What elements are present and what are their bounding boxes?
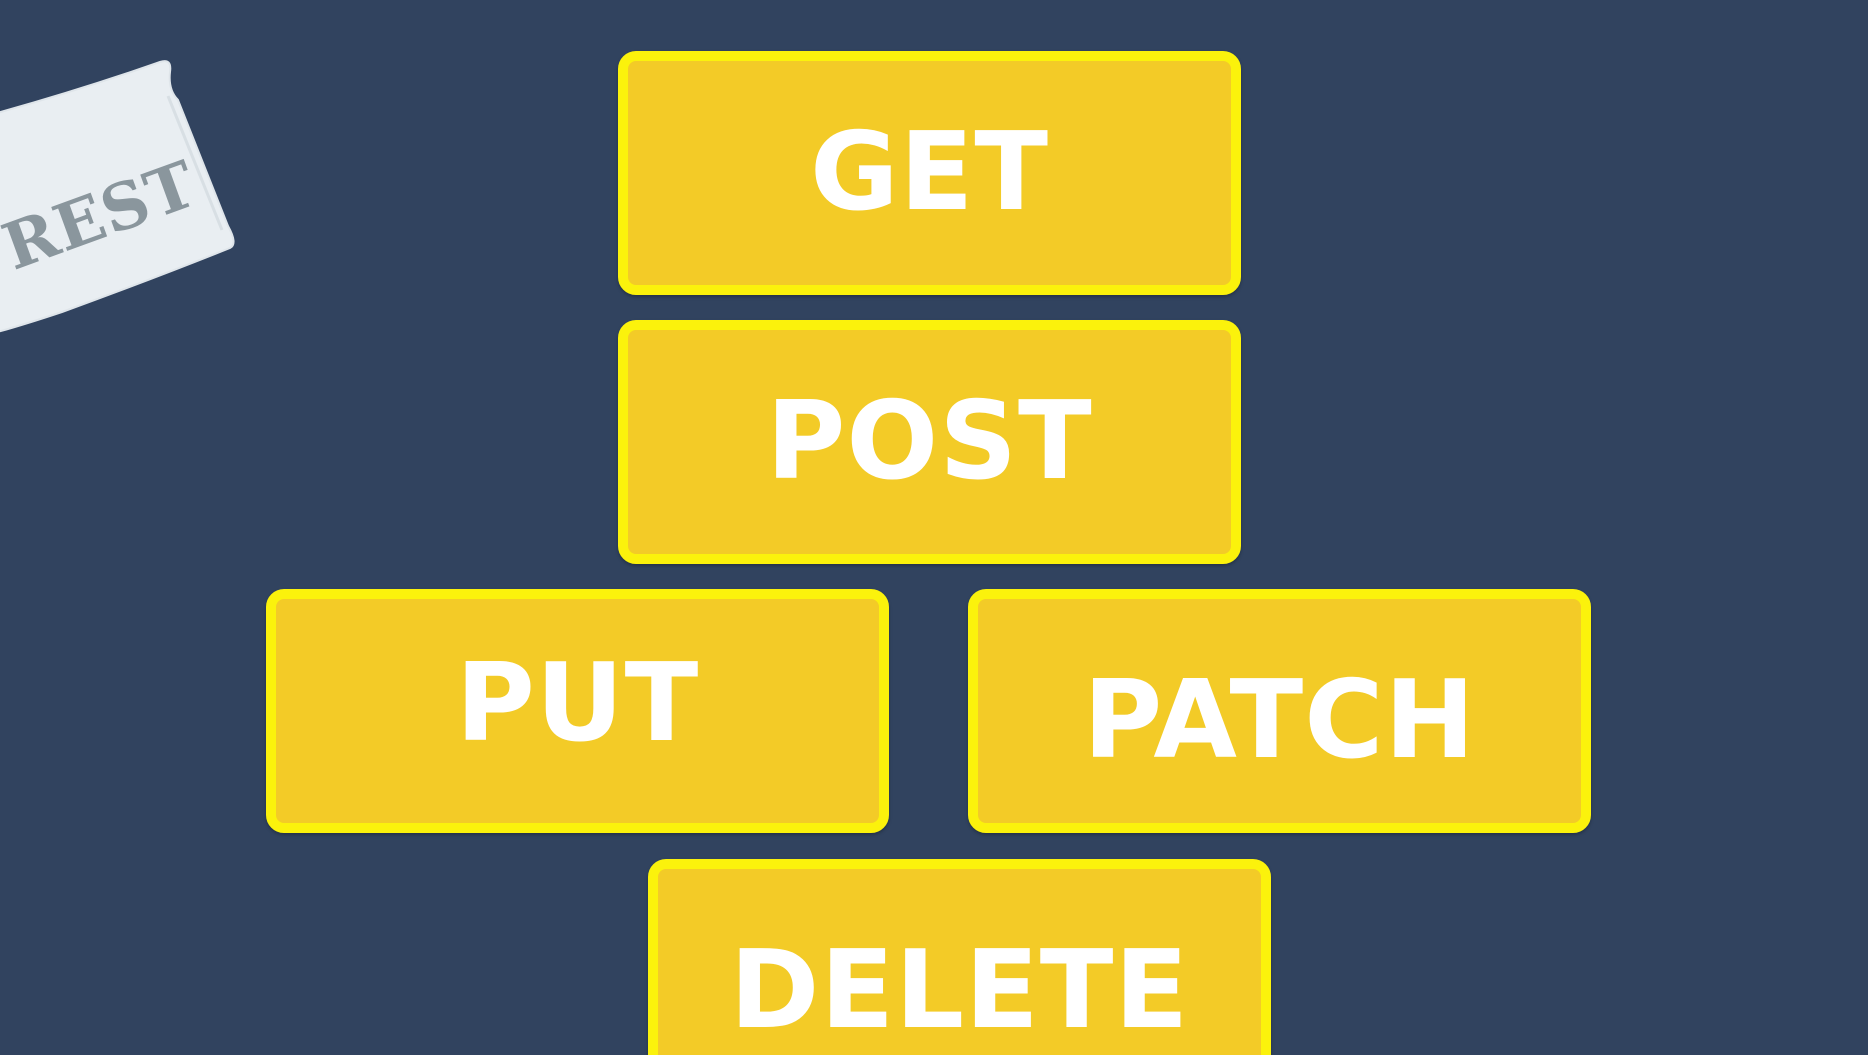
rest-pillow-graphic: REST — [0, 60, 235, 333]
pillow-crease — [166, 95, 224, 231]
delete-button[interactable]: DELETE — [648, 859, 1271, 1055]
post-button[interactable]: POST — [618, 320, 1241, 564]
patch-label: PATCH — [1083, 658, 1476, 783]
pillow-shape — [0, 60, 235, 333]
post-label: POST — [766, 379, 1093, 504]
put-label: PUT — [455, 641, 700, 766]
put-button[interactable]: PUT — [266, 589, 889, 833]
patch-button[interactable]: PATCH — [968, 589, 1591, 833]
get-label: GET — [809, 110, 1050, 235]
get-button[interactable]: GET — [618, 51, 1241, 295]
delete-label: DELETE — [729, 928, 1190, 1053]
